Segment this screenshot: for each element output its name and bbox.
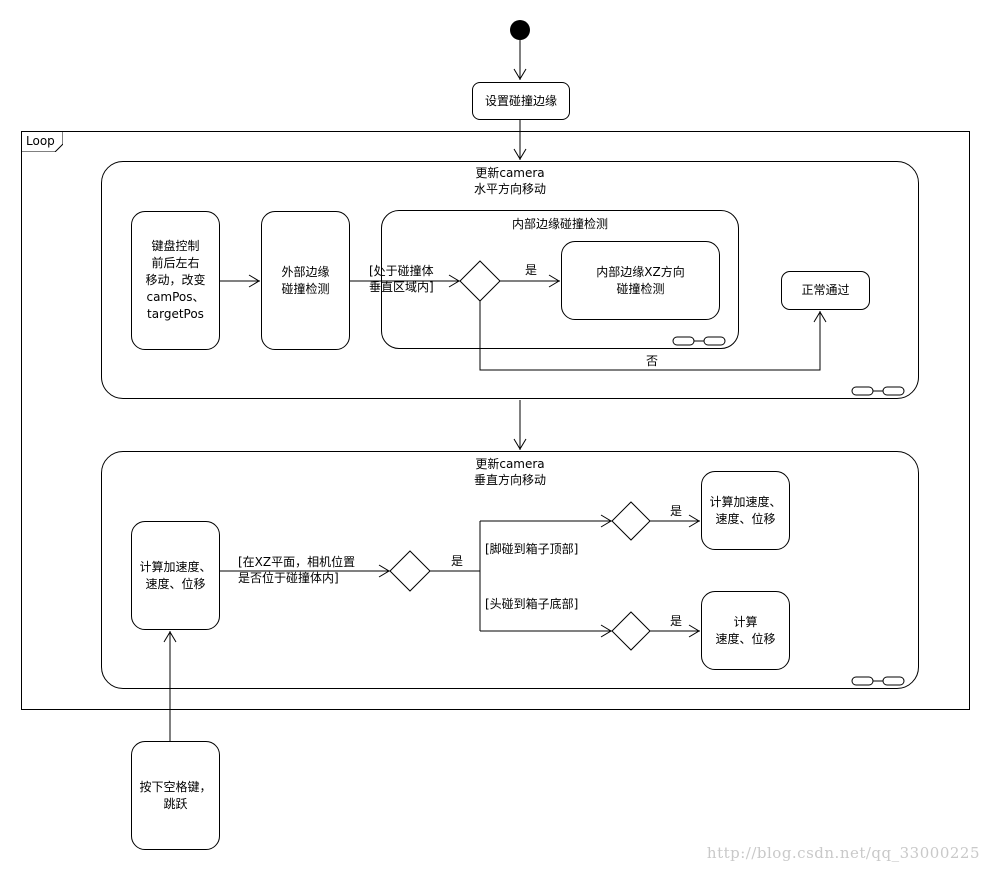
keyboard-node: 键盘控制 前后左右 移动，改变 camPos、 targetPos	[131, 211, 220, 350]
decision-diamond-3	[611, 501, 651, 541]
region-vertical	[101, 451, 919, 689]
guard-foot: [脚碰到箱子顶部]	[485, 542, 579, 556]
guard-in-vertical: [处于碰撞体 垂直区域内]	[369, 264, 434, 294]
region-vertical-title: 更新camera 垂直方向移动	[473, 457, 546, 487]
pass-node: 正常通过	[781, 271, 870, 310]
calc-bottom-node: 计算 速度、位移	[701, 591, 790, 670]
decision-diamond-1	[459, 260, 501, 302]
region-horizontal-title: 更新camera 水平方向移动	[473, 166, 546, 196]
rake-icon	[672, 336, 726, 346]
guard-in-xz: [在XZ平面，相机位置 是否位于碰撞体内]	[238, 555, 356, 585]
label-yes-4: 是	[670, 614, 683, 628]
loop-tag: Loop	[21, 131, 63, 152]
outer-check-node: 外部边缘 碰撞检测	[261, 211, 350, 350]
decision-diamond-2	[389, 550, 431, 592]
label-no-1: 否	[646, 354, 659, 368]
space-node: 按下空格键， 跳跃	[131, 741, 220, 850]
rake-icon	[851, 676, 905, 686]
region-horizontal	[101, 161, 919, 399]
region-inner-title: 内部边缘碰撞检测	[511, 217, 608, 231]
inner-xz-node: 内部边缘XZ方向 碰撞检测	[561, 241, 720, 320]
calc-left-node: 计算加速度、 速度、位移	[131, 521, 220, 630]
label-yes-1: 是	[525, 263, 538, 277]
label-yes-3: 是	[670, 504, 683, 518]
label-yes-2: 是	[451, 554, 464, 568]
calc-top-node: 计算加速度、 速度、位移	[701, 471, 790, 550]
decision-diamond-4	[611, 611, 651, 651]
watermark: http://blog.csdn.net/qq_33000225	[706, 844, 980, 862]
loop-label: Loop	[26, 134, 55, 148]
start-node	[510, 20, 530, 40]
region-inner-check	[381, 210, 739, 349]
guard-head: [头碰到箱子底部]	[485, 597, 579, 611]
set-edge-node: 设置碰撞边缘	[472, 82, 570, 120]
loop-frame	[21, 131, 970, 710]
rake-icon	[851, 386, 905, 396]
